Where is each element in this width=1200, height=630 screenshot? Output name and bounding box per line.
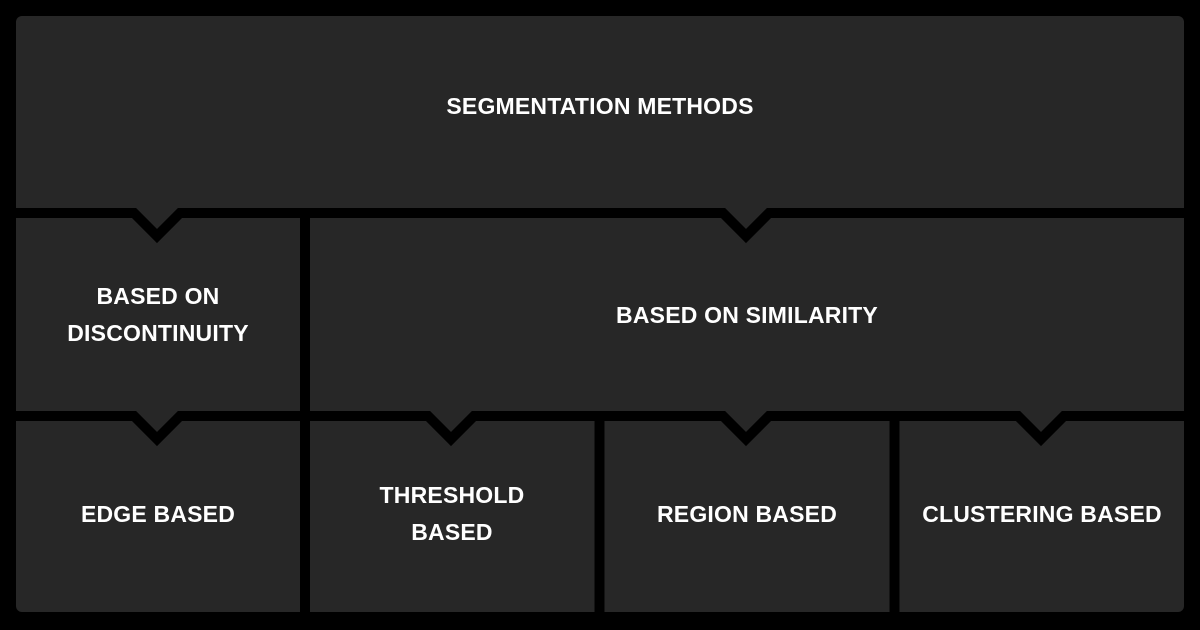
node-segmentation-methods: SEGMENTATION METHODS <box>446 92 754 119</box>
node-based-on-similarity: BASED ON SIMILARITY <box>616 301 878 328</box>
node-threshold-based: THRESHOLD BASED <box>379 482 525 545</box>
node-edge-based: EDGE BASED <box>80 500 236 527</box>
separator-root <box>0 208 1200 244</box>
node-based-on-discontinuity: BASED ON DISCONTINUITY <box>67 283 249 346</box>
node-region-based: REGION BASED <box>656 500 838 527</box>
node-clustering-based: CLUSTERING BASED <box>922 500 1162 527</box>
